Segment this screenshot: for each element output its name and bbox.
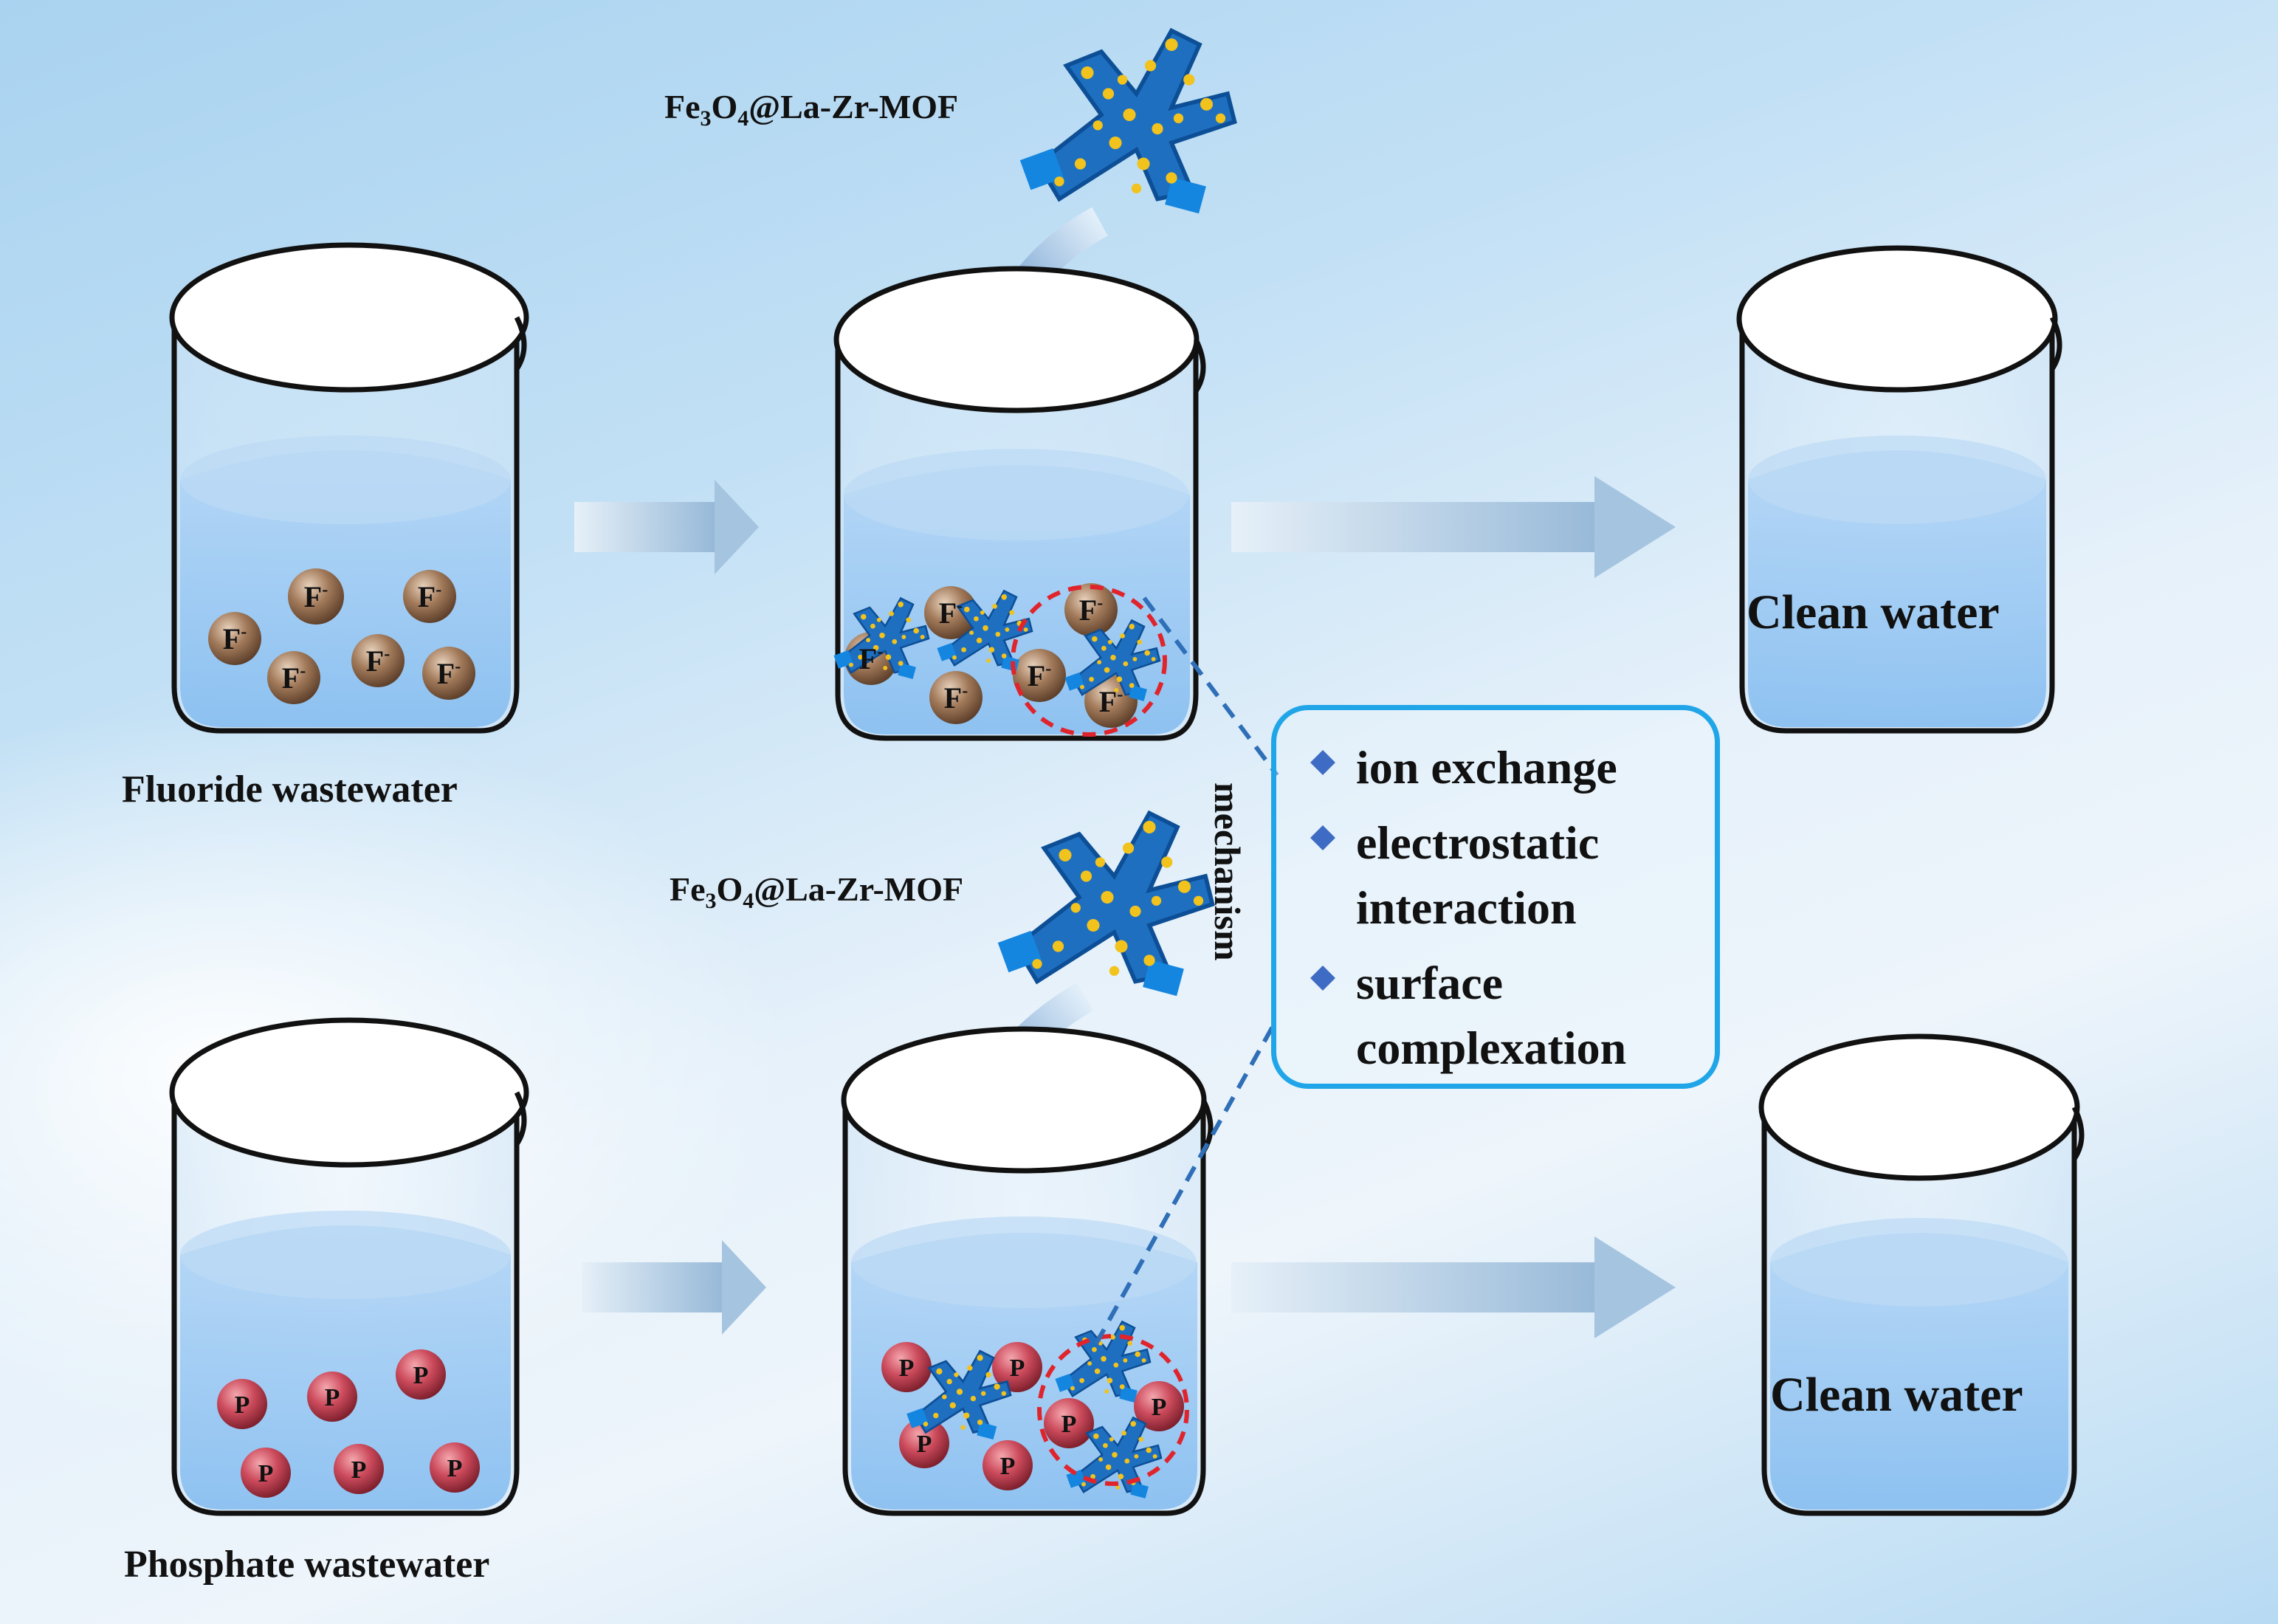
phosphate-ion-label: P	[1000, 1453, 1016, 1480]
phosphate-ion-label: P	[899, 1355, 915, 1382]
clean-water-label-top: Clean water	[1747, 585, 2000, 639]
mechanism-item-ion-exchange: ion exchange	[1306, 735, 1700, 800]
phosphate-ion-label: P	[447, 1455, 463, 1482]
highlight-circle-phosphate	[1037, 1334, 1189, 1486]
beaker-phosphate-treatment	[841, 1026, 1214, 1516]
phosphate-ion-label: P	[325, 1384, 340, 1411]
phosphate-ion-label: P	[235, 1391, 250, 1419]
clean-water-label-bottom: Clean water	[1770, 1368, 2023, 1422]
phosphate-ion-label: P	[917, 1431, 932, 1458]
flow-arrow-4	[1231, 1236, 1676, 1338]
phosphate-wastewater-label: Phosphate wastewater	[124, 1544, 490, 1586]
phosphate-ion-label: P	[1061, 1411, 1077, 1438]
adsorbent-label-top: Fe3O4@La-Zr-MOF	[664, 88, 959, 131]
mechanism-line-top	[1142, 596, 1279, 777]
phosphate-ions-treatment	[881, 1342, 1184, 1490]
phosphate-ion-label: P	[351, 1456, 367, 1484]
fluoride-wastewater-label: Fluoride wastewater	[122, 768, 458, 811]
beaker-fluoride-clean	[1736, 245, 2062, 734]
beaker-phosphate-wastewater	[169, 1017, 529, 1516]
mof-particle-top	[1020, 30, 1235, 213]
mechanism-label: mechanism	[1207, 782, 1248, 961]
beaker-phosphate-clean	[1758, 1033, 2085, 1516]
flow-arrow-1	[574, 480, 759, 574]
phosphate-ion-label: P	[258, 1460, 274, 1487]
adsorbent-label-bottom: Fe3O4@La-Zr-MOF	[670, 870, 964, 914]
flow-arrow-3	[582, 1240, 766, 1335]
phosphate-ion-label: P	[1152, 1394, 1167, 1421]
diamond-bullet-icon	[1310, 750, 1335, 775]
diamond-bullet-icon	[1310, 825, 1335, 850]
phosphate-ions-wastewater	[217, 1349, 480, 1498]
phosphate-ion-labels: P P P P P P P P P P P P	[235, 1355, 1167, 1487]
fluoride-ions-treatment	[844, 583, 1138, 728]
flow-arrow-2	[1231, 476, 1676, 578]
diamond-bullet-icon	[1310, 966, 1335, 991]
highlight-circle-fluoride	[1011, 585, 1167, 737]
phosphate-ion-label: P	[1010, 1355, 1025, 1382]
fluoride-ion-label: F-	[1028, 659, 1051, 692]
fluoride-ions-wastewater	[208, 568, 475, 704]
phosphate-ion-label: P	[413, 1362, 429, 1389]
mof-particle-bottom	[998, 813, 1213, 997]
mechanism-line-bottom	[1094, 1017, 1279, 1345]
